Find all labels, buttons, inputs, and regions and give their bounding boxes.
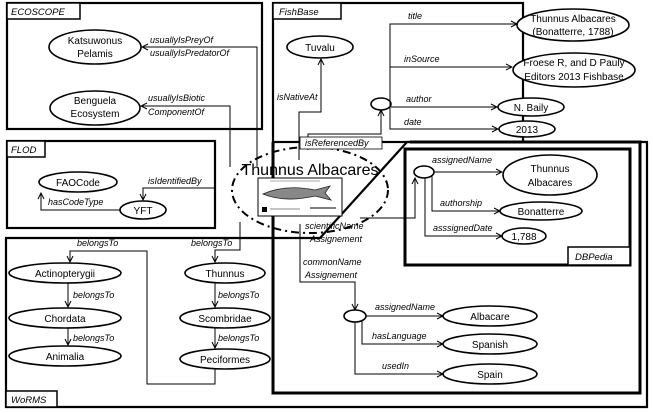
edge-label-assignement: Assignement — [304, 270, 358, 280]
edge-label-usually-is-prey-of: usuallyIsPreyOf — [150, 35, 215, 45]
dbpedia-label: DBPedia — [575, 252, 613, 263]
node-faocode[interactable]: FAOCode — [38, 171, 118, 193]
node-text: Albacare — [470, 312, 510, 323]
node-text: 1,788 — [511, 232, 536, 243]
edge-label-assigned-name: assignedName — [432, 155, 492, 165]
node-text: Spanish — [472, 340, 508, 351]
node-text: Peciformes — [200, 355, 250, 366]
edge-label-belongs-to: belongsTo — [73, 333, 114, 343]
node-katsuwonus-pelamis[interactable]: Katsuwonus Pelamis — [48, 29, 142, 65]
edge-label-author: author — [406, 94, 433, 104]
edge-label-belongs-to: belongsTo — [191, 238, 232, 248]
edge-label-date: date — [404, 117, 422, 127]
node-text: Scombridae — [198, 314, 252, 325]
node-bonatterre[interactable]: Bonatterre — [499, 201, 583, 221]
edge-label-is-native-at: isNativeAt — [277, 92, 318, 102]
node-scombridae[interactable]: Scombridae — [179, 307, 271, 329]
fish-image — [257, 177, 343, 217]
node-text: Benguela — [74, 96, 117, 107]
node-actinopterygii[interactable]: Actinopterygii — [8, 262, 122, 284]
edge-label-has-code-type: hasCodeType — [48, 197, 103, 207]
node-text: Chordata — [44, 314, 86, 325]
edge-label-belongs-to: belongsTo — [73, 290, 114, 300]
node-text: Actinopterygii — [35, 269, 95, 280]
blank-node-reference[interactable] — [370, 97, 392, 111]
node-text: Froese R, and D Pauly — [523, 58, 624, 69]
node-albacare[interactable]: Albacare — [442, 305, 538, 327]
node-benguela-ecosystem[interactable]: Benguela Ecosystem — [49, 90, 141, 126]
node-text: Thunnus — [206, 269, 245, 280]
edge-label-assigned-name: assignedName — [375, 302, 435, 312]
node-date-value[interactable]: 2013 — [498, 120, 556, 138]
edge-label-belongs-to: belongsTo — [77, 238, 118, 248]
node-author-value[interactable]: N. Baily — [497, 97, 565, 117]
edge-label-is-identified-by: isIdentifiedBy — [148, 176, 202, 186]
fishbase-label: FishBase — [279, 7, 319, 18]
node-text: Pelamis — [77, 49, 113, 60]
worms-group: WoRMS — [4, 140, 649, 409]
worms-label: WoRMS — [11, 395, 47, 406]
node-text: Albacares — [528, 178, 572, 189]
node-text: Ecosystem — [71, 109, 120, 120]
edge-label-has-language: hasLanguage — [372, 331, 427, 341]
edge-label-belongs-to: belongsTo — [218, 333, 259, 343]
edge-label-common-name: commonName — [303, 257, 362, 267]
node-spain[interactable]: Spain — [442, 363, 538, 385]
node-text: (Bonatterre, 1788) — [532, 27, 613, 38]
node-chordata[interactable]: Chordata — [8, 307, 122, 329]
node-source-value[interactable]: Froese R, and D Pauly Editors 2013 Fishb… — [512, 52, 636, 88]
ecoscope-group: ECOSCOPE — [5, 1, 264, 131]
central-entity[interactable]: Thunnus Albacares — [231, 146, 389, 234]
node-text: YFT — [134, 206, 153, 217]
edge-label-assignement: Assignement — [309, 234, 363, 244]
node-text: 2013 — [516, 125, 539, 136]
edge-label-usually-is-predator-of: usuallyIsPredatorOf — [150, 48, 231, 58]
node-text: Thunnus — [531, 164, 570, 175]
edge-label-assigned-date: asssignedDate — [433, 223, 493, 233]
ecoscope-label: ECOSCOPE — [11, 7, 66, 18]
node-tuvalu[interactable]: Tuvalu — [286, 35, 354, 59]
central-entity-title: Thunnus Albacares — [242, 162, 379, 179]
dbpedia-group: DBPedia — [403, 147, 632, 267]
node-text: Thunnus Albacares — [530, 14, 616, 25]
edge-label-authorship: authorship — [440, 198, 482, 208]
edge-label-belongs-to: belongsTo — [218, 290, 259, 300]
edge-label-scientific-name: scientificName — [305, 221, 364, 231]
node-text: Animalia — [46, 352, 85, 363]
edge-label-is-referenced-by: isReferencedBy — [305, 138, 369, 148]
node-thunnus[interactable]: Thunnus — [184, 262, 266, 284]
node-text: Bonatterre — [518, 207, 565, 218]
node-text: N. Baily — [514, 103, 548, 114]
blank-node-common[interactable] — [343, 309, 367, 323]
node-text: Katsuwonus — [68, 36, 122, 47]
node-peciformes[interactable]: Peciformes — [179, 348, 271, 370]
node-text: Tuvalu — [305, 43, 335, 54]
node-1788[interactable]: 1,788 — [501, 227, 547, 245]
edge-label-title: title — [408, 11, 422, 21]
flod-label: FLOD — [11, 145, 36, 156]
blank-node-scientific[interactable] — [413, 165, 435, 179]
node-title-value[interactable]: Thunnus Albacares (Bonatterre, 1788) — [516, 8, 630, 42]
node-thunnus-albacares-name[interactable]: Thunnus Albacares — [502, 154, 598, 196]
edge-label-in-source: inSource — [404, 54, 440, 64]
node-text: Editors 2013 Fishbase — [524, 72, 624, 83]
flod-group: FLOD — [5, 139, 217, 230]
node-text: Spain — [477, 370, 503, 381]
edge-label-used-in: usedIn — [382, 361, 409, 371]
node-animalia[interactable]: Animalia — [8, 345, 122, 367]
node-text: FAOCode — [56, 178, 100, 189]
edge-label-component-of: ComponentOf — [148, 107, 206, 117]
node-spanish[interactable]: Spanish — [442, 333, 538, 355]
edge-label-usually-is-biotic: usuallyIsBiotic — [148, 93, 206, 103]
node-yft[interactable]: YFT — [119, 200, 167, 220]
